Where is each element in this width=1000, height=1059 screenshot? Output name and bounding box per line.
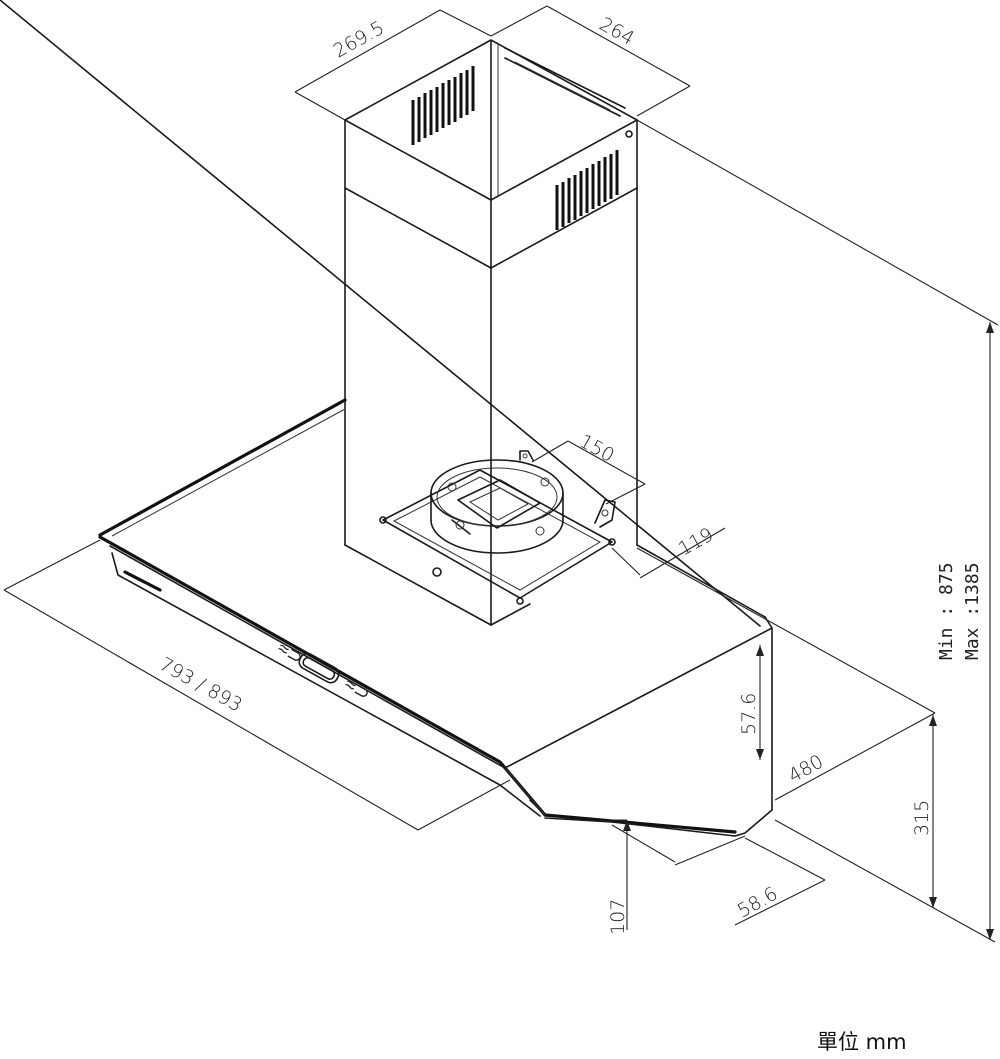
- canopy-body: ≈⊃ ≈⊃: [0, 0, 773, 837]
- control-panel: ≈⊃ ≈⊃: [274, 637, 375, 705]
- dim-body-height: 315: [911, 800, 933, 836]
- dimension-labels: 269.5 264 150 119 793 / 893 57.6 480 315…: [156, 13, 983, 935]
- dim-body-depth: 480: [785, 751, 827, 788]
- screw-icon: [625, 130, 633, 138]
- right-vent-slots: [555, 150, 619, 230]
- dim-bottom-height: 107: [607, 899, 629, 935]
- dimension-lines: [3, 5, 999, 943]
- unit-label: 單位 mm: [817, 1030, 907, 1054]
- chimney: [344, 39, 638, 626]
- duct-collar: [379, 450, 616, 605]
- dim-body-width: 793 / 893: [156, 653, 246, 716]
- canopy-back-edge: [98, 398, 347, 537]
- dim-height-max: Max :1385: [962, 562, 983, 660]
- fan-icon: ≈⊃: [274, 637, 308, 669]
- hole-icon: [432, 567, 442, 577]
- dim-lip-depth: 58.6: [734, 883, 782, 923]
- control-knob: [298, 652, 340, 684]
- dim-duct-diameter: 150: [576, 430, 618, 467]
- dim-height-min: Min : 875: [936, 562, 957, 660]
- dim-duct-offset: 119: [675, 524, 717, 561]
- left-vent-slots: [411, 66, 475, 145]
- dim-front-height: 57.6: [738, 693, 760, 735]
